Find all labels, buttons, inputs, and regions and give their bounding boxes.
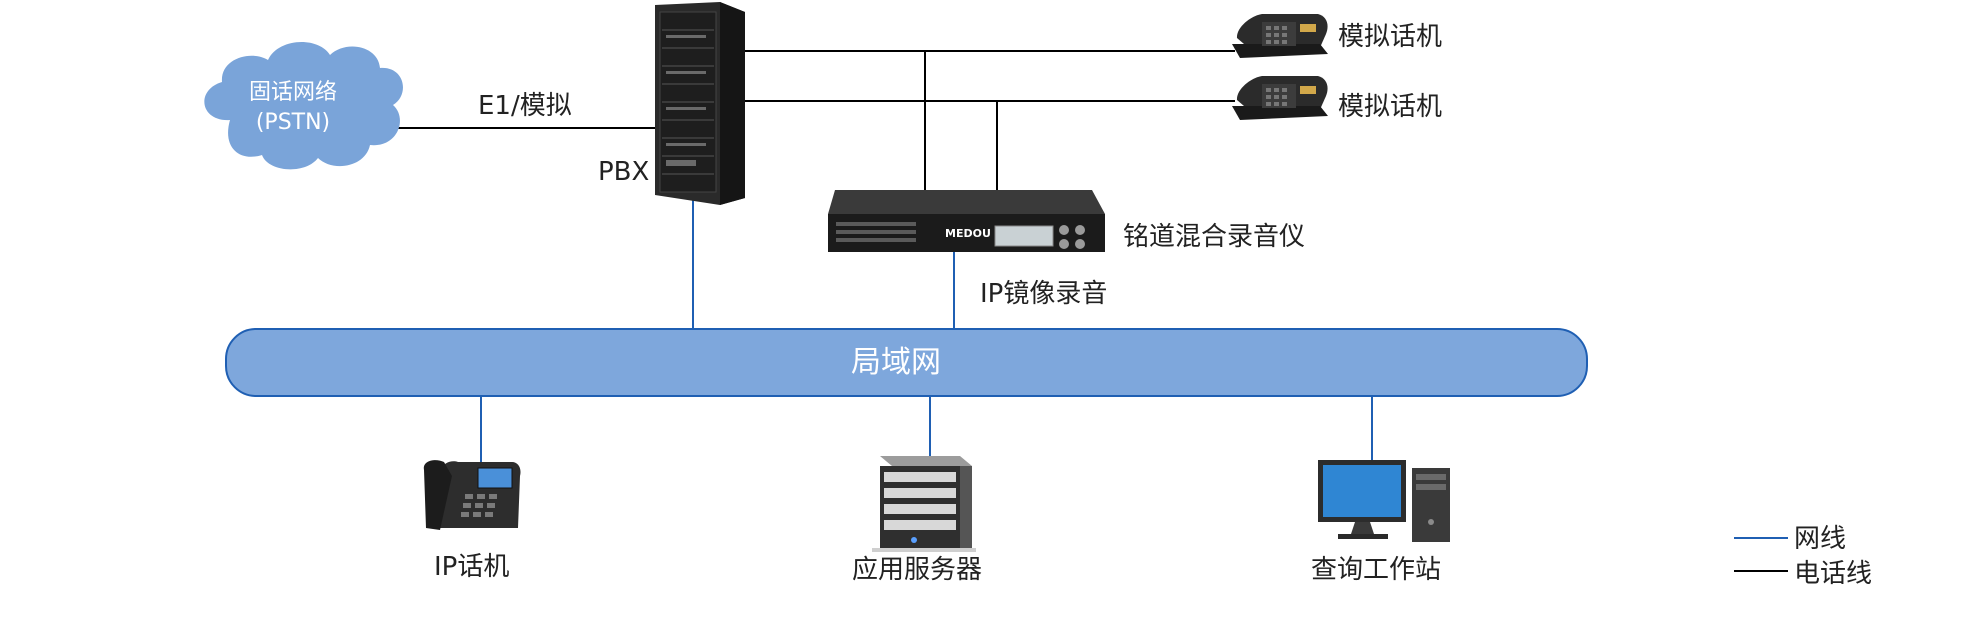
recorder-device: MEDOU (828, 190, 1105, 252)
workstation-label: 查询工作站 (1311, 555, 1441, 585)
pstn-cloud: 固话网络 (PSTN) (204, 42, 403, 170)
analog-phone-1-label: 模拟话机 (1338, 22, 1442, 52)
legend-network-label: 网线 (1794, 524, 1846, 554)
pbx-cabinet (655, 2, 745, 205)
pstn-label: 固话网络 (249, 80, 337, 105)
lan-label: 局域网 (851, 345, 941, 380)
mirror-label: IP镜像录音 (980, 279, 1107, 309)
network-lines (480, 195, 1373, 468)
pstn-sublabel: (PSTN) (256, 110, 330, 135)
ip-phone-label: IP话机 (434, 552, 509, 582)
server-icon (872, 456, 976, 552)
recorder-label: 铭道混合录音仪 (1123, 222, 1305, 252)
server-label: 应用服务器 (852, 555, 982, 585)
ip-phone-icon (423, 460, 521, 530)
pbx-label: PBX (598, 157, 649, 187)
analog-phone-2-label: 模拟话机 (1338, 92, 1442, 122)
phone-lines (370, 50, 1235, 190)
recorder-brand-label: MEDOU (945, 227, 991, 240)
analog-phone-1-icon (1232, 14, 1328, 58)
legend-phone-label: 电话线 (1794, 559, 1872, 589)
legend: 网线 电话线 (1734, 524, 1872, 589)
analog-phone-2-icon (1232, 76, 1328, 120)
trunk-label: E1/模拟 (478, 91, 572, 121)
workstation-icon (1318, 460, 1450, 542)
lan-bar: 局域网 (225, 328, 1588, 397)
